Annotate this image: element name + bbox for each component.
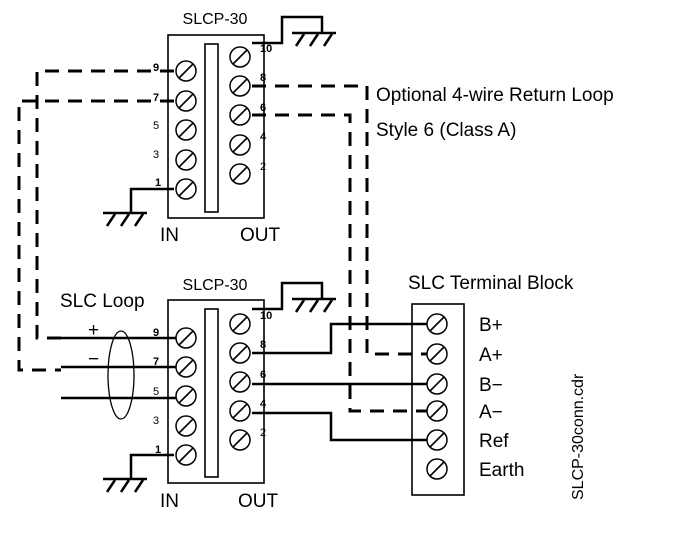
terminal-label: Earth [479, 460, 524, 481]
screw-terminal-icon [229, 371, 251, 393]
solid-wiring [61, 322, 427, 442]
ground-icon [252, 15, 336, 47]
pin-label: 1 [155, 177, 161, 189]
wire-pin8-to-bplus [252, 322, 427, 355]
top-module-center-bar [204, 43, 219, 213]
pin-label: 2 [260, 427, 266, 439]
bottom-slcp30-module: SLCP-30 9 7 5 3 1 10 8 6 4 2 IN OUT [153, 277, 279, 512]
pin-label: 4 [260, 398, 267, 410]
dashed-return-loop [17, 69, 427, 413]
pin-label: 10 [260, 310, 272, 322]
pin-label: 3 [153, 415, 159, 427]
return-wire-pin7 [17, 99, 174, 372]
bottom-left-screw-column [175, 327, 197, 466]
pin-label: 7 [153, 92, 159, 104]
ground-icon [252, 281, 336, 313]
cable-bundle-icon [107, 330, 135, 420]
top-right-screw-column [229, 46, 251, 185]
bottom-in-label: IN [160, 491, 179, 512]
file-name-label: SLCP-30conn.cdr [570, 373, 587, 500]
screw-terminal-icon [426, 343, 448, 365]
screw-terminal-icon [229, 134, 251, 156]
screw-terminal-icon [175, 415, 197, 437]
screw-terminal-icon [229, 313, 251, 335]
pin-label: 8 [260, 339, 266, 351]
top-slcp30-module: SLCP-30 9 7 5 3 1 10 8 6 4 2 IN OU [153, 11, 281, 246]
screw-terminal-icon [175, 149, 197, 171]
style-class-label: Style 6 (Class A) [376, 120, 516, 141]
bottom-module-title: SLCP-30 [183, 277, 248, 294]
screw-terminal-icon [229, 400, 251, 422]
bottom-right-screw-column [229, 313, 251, 451]
return-wire-aplus [252, 84, 427, 356]
terminal-label: A− [479, 402, 503, 423]
bottom-out-label: OUT [238, 491, 279, 512]
return-wire-pin9 [35, 69, 174, 340]
screw-terminal-icon [175, 327, 197, 349]
pin-label: 4 [260, 131, 267, 143]
bottom-module-center-bar [204, 308, 219, 478]
pin-label: 7 [153, 356, 159, 368]
wire-pin4-to-ref [252, 411, 427, 442]
slc-terminal-block: SLC Terminal Block B+ A+ B− A− Ref Earth [408, 273, 574, 496]
screw-terminal-icon [175, 385, 197, 407]
terminal-label: A+ [479, 345, 503, 366]
screw-terminal-icon [426, 373, 448, 395]
screw-terminal-icon [175, 356, 197, 378]
screw-terminal-icon [426, 400, 448, 422]
minus-polarity-label: − [88, 349, 99, 370]
screw-terminal-icon [229, 342, 251, 364]
screw-terminal-icon [426, 458, 448, 480]
screw-terminal-icon [229, 163, 251, 185]
screw-terminal-icon [426, 429, 448, 451]
screw-terminal-icon [175, 444, 197, 466]
screw-terminal-icon [175, 60, 197, 82]
pin-label: 1 [155, 444, 161, 456]
terminal-label: B+ [479, 315, 503, 336]
screw-terminal-icon [175, 178, 197, 200]
plus-polarity-label: + [88, 320, 99, 341]
ground-icon [103, 453, 174, 493]
screw-terminal-icon [229, 75, 251, 97]
pin-label: 3 [153, 149, 159, 161]
top-module-title: SLCP-30 [183, 11, 248, 28]
pin-label: 5 [153, 120, 159, 132]
terminal-block-title: SLC Terminal Block [408, 273, 574, 294]
terminal-label: B− [479, 375, 503, 396]
screw-terminal-icon [175, 90, 197, 112]
terminal-label: Ref [479, 431, 509, 452]
pin-label: 6 [260, 102, 266, 114]
top-in-label: IN [160, 225, 179, 246]
optional-return-loop-label: Optional 4-wire Return Loop [376, 85, 614, 106]
screw-terminal-icon [229, 429, 251, 451]
top-out-label: OUT [240, 225, 281, 246]
pin-label: 10 [260, 43, 272, 55]
ground-icon [103, 187, 174, 227]
screw-terminal-icon [229, 104, 251, 126]
slc-loop-label: SLC Loop [60, 291, 145, 312]
pin-label: 5 [153, 386, 159, 398]
pin-label: 8 [260, 72, 266, 84]
pin-label: 2 [260, 161, 266, 173]
pin-label: 9 [153, 327, 159, 339]
screw-terminal-icon [229, 46, 251, 68]
pin-label: 6 [260, 369, 266, 381]
screw-terminal-icon [426, 313, 448, 335]
return-wire-aminus [252, 113, 427, 413]
top-left-screw-column [175, 60, 197, 200]
pin-label: 9 [153, 62, 159, 74]
screw-terminal-icon [175, 119, 197, 141]
